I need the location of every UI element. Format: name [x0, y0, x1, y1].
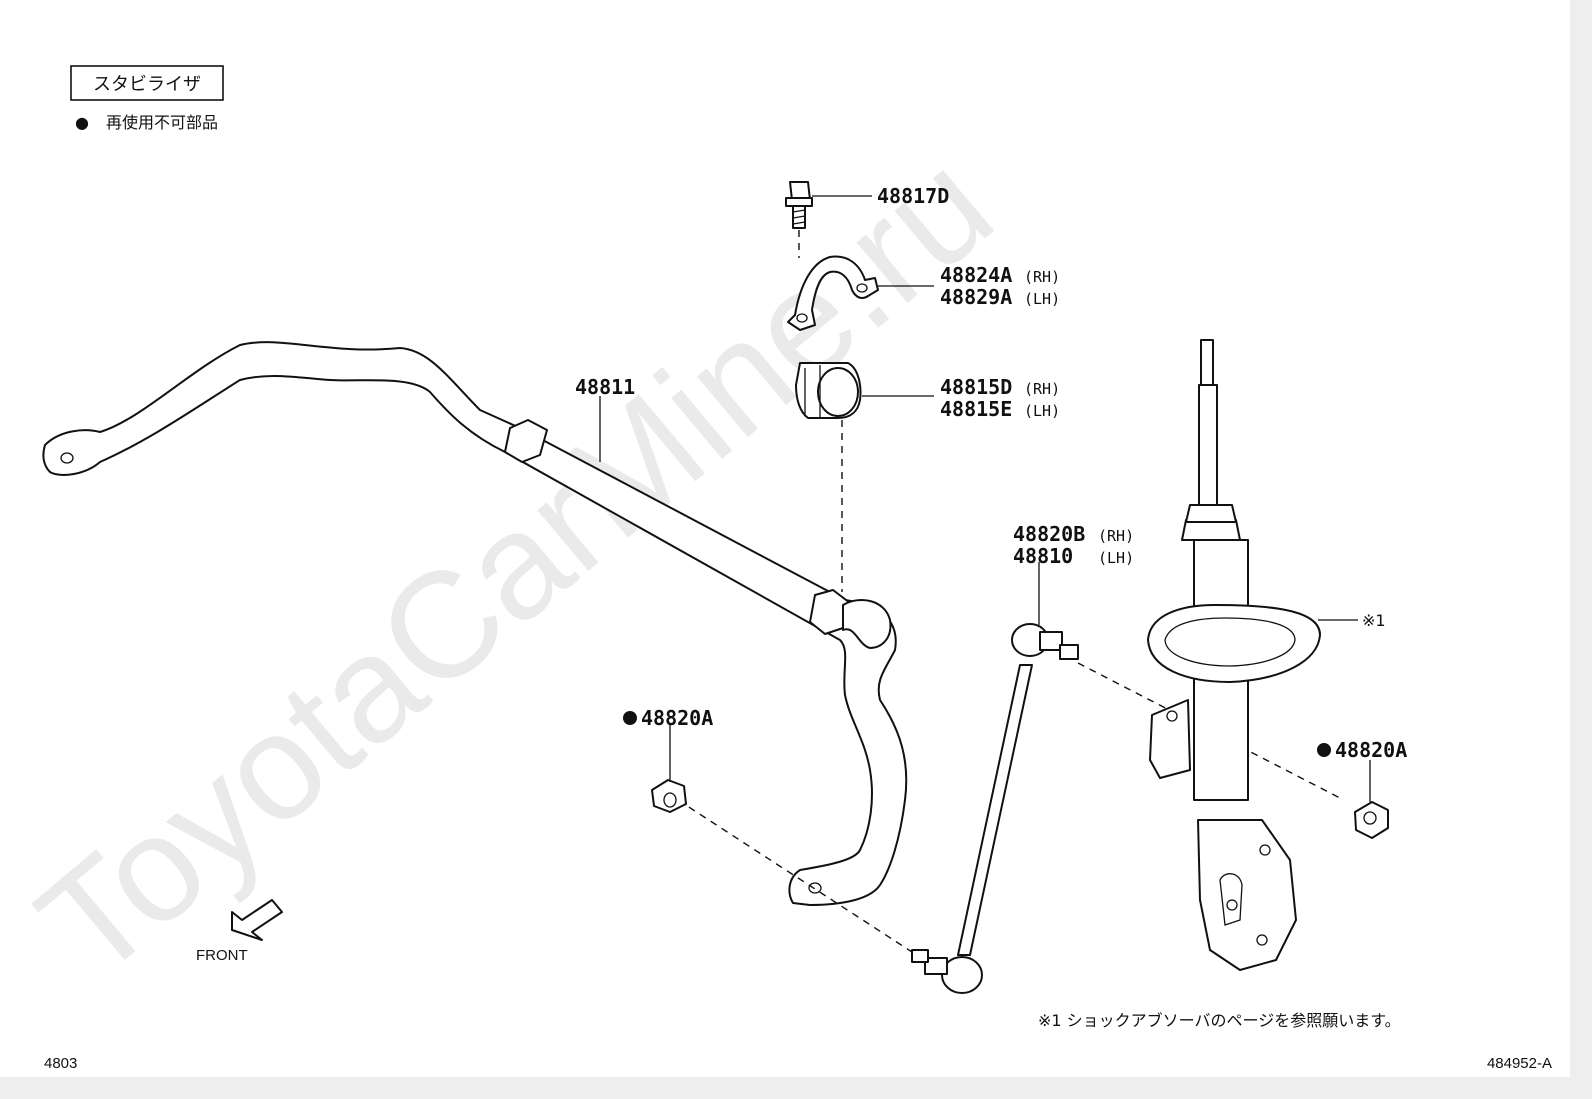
page-edge-bottom — [0, 1077, 1592, 1099]
label-48815E: 48815E — [940, 397, 1012, 421]
title-box: スタビライザ — [70, 65, 224, 101]
shock-absorber — [1147, 339, 1321, 971]
page-code: 4803 — [44, 1055, 77, 1072]
label-48815D-side: (RH) — [1024, 380, 1060, 398]
label-48815E-side: (LH) — [1024, 402, 1060, 420]
label-48811: 48811 — [575, 375, 635, 399]
stabilizer-link — [677, 623, 1341, 994]
label-48820A-left: 48820A — [641, 706, 713, 730]
label-48817D: 48817D — [877, 184, 949, 208]
reusable-bullet-left — [623, 711, 637, 725]
label-48810: 48810 — [1013, 544, 1073, 568]
bushing-48815D — [795, 362, 862, 592]
bolt-48817D — [785, 181, 813, 258]
label-48820B: 48820B — [1013, 522, 1085, 546]
label-48810-side: (LH) — [1098, 549, 1134, 567]
legend-text: 再使用不可部品 — [106, 113, 218, 132]
title-text: スタビライザ — [93, 74, 201, 95]
page-edge-right — [1570, 0, 1592, 1099]
legend: ● 再使用不可部品 — [75, 113, 218, 132]
drawing-id: 484952-A — [1487, 1055, 1552, 1072]
label-48824A: 48824A — [940, 263, 1012, 287]
label-48829A-side: (LH) — [1024, 290, 1060, 308]
label-48815D: 48815D — [940, 375, 1012, 399]
front-arrow-icon — [231, 899, 283, 941]
note-marker: ※1 — [1362, 611, 1386, 630]
reusable-bullet-right — [1317, 743, 1331, 757]
label-48820A-right: 48820A — [1335, 738, 1407, 762]
footnote: ※1 ショックアブソーバのページを参照願います。 — [1038, 1011, 1401, 1030]
nut-right — [1354, 801, 1389, 839]
bracket-48824A — [787, 255, 879, 331]
label-48824A-side: (RH) — [1024, 268, 1060, 286]
label-48829A: 48829A — [940, 285, 1012, 309]
stabilizer-bar — [42, 341, 908, 906]
front-label: FRONT — [196, 947, 248, 964]
label-48820B-side: (RH) — [1098, 527, 1134, 545]
nut-left — [651, 779, 687, 813]
legend-bullet: ● — [75, 113, 89, 132]
